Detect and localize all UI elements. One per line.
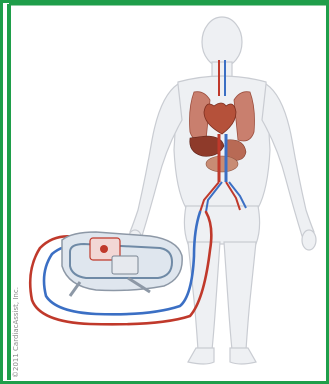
pump-device xyxy=(62,232,182,296)
intestines xyxy=(206,156,238,172)
head xyxy=(202,17,242,67)
control-module xyxy=(112,256,138,274)
leg-right xyxy=(224,242,256,350)
foot-right xyxy=(230,348,256,364)
device-bracket xyxy=(70,282,80,296)
pump-rotor xyxy=(100,245,108,253)
hand-right xyxy=(302,230,316,250)
lung-right xyxy=(234,92,255,141)
copyright-credit: ©2011 CardiacAssist, Inc. xyxy=(12,287,20,378)
foot-left xyxy=(188,348,214,364)
